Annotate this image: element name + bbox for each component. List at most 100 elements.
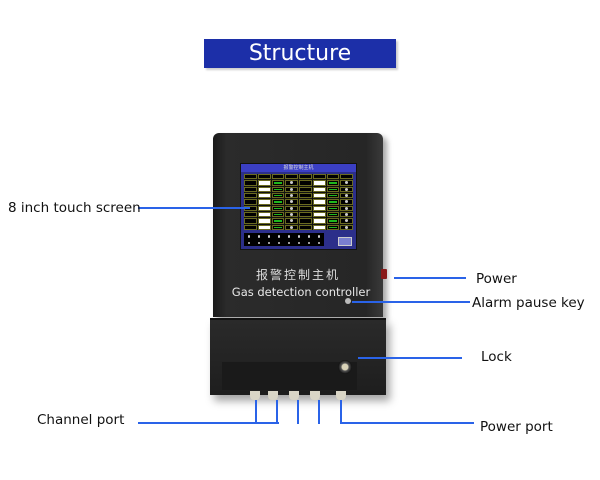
screen-cell — [299, 186, 312, 192]
screen-cell — [326, 218, 340, 224]
screen-cell — [312, 186, 326, 192]
leader-line-touch-screen — [138, 207, 250, 209]
lock-icon[interactable] — [338, 360, 352, 374]
screen-cell — [312, 212, 326, 218]
screen-cell — [340, 205, 353, 211]
leader-line-channel-port-tick-2 — [276, 400, 278, 424]
device-name-chinese: 报警控制主机 — [255, 268, 340, 282]
screen-cell — [244, 180, 257, 186]
screen-cell — [271, 205, 285, 211]
screen-channel-table — [244, 174, 353, 230]
leader-line-channel-port-tick-4 — [318, 400, 320, 424]
label-touch-screen: 8 inch touch screen — [8, 200, 141, 216]
screen-cell — [340, 218, 353, 224]
device-lower-housing — [210, 318, 386, 395]
screen-cell — [257, 205, 271, 211]
title-banner: Structure — [204, 39, 396, 68]
screen-cell — [299, 205, 312, 211]
screen-cell — [257, 224, 271, 230]
screen-cell — [326, 224, 340, 230]
status-indicator-dot — [244, 240, 254, 247]
screen-cell — [257, 212, 271, 218]
screen-cell — [257, 180, 271, 186]
screen-cell — [244, 199, 257, 205]
label-alarm-pause-key: Alarm pause key — [472, 295, 585, 311]
screen-cell — [244, 193, 257, 199]
screen-cell — [326, 186, 340, 192]
screen-cell — [326, 199, 340, 205]
screen-cell — [271, 218, 285, 224]
label-power: Power — [476, 271, 517, 287]
screen-cell — [257, 193, 271, 199]
device-upper-housing: 报警控制主机 报警控制主机 Gas detection controller — [213, 133, 387, 317]
screen-cell — [312, 205, 326, 211]
leader-line-channel-port-tick-3 — [297, 400, 299, 424]
screen-cell — [271, 180, 285, 186]
screen-cell — [244, 224, 257, 230]
status-indicator-dot — [274, 240, 284, 247]
screen-cell — [244, 212, 257, 218]
touch-screen[interactable]: 报警控制主机 — [240, 163, 357, 250]
screen-cell — [312, 180, 326, 186]
screen-title: 报警控制主机 — [241, 164, 356, 172]
alarm-pause-key[interactable] — [345, 298, 351, 304]
screen-cell — [299, 180, 312, 186]
channel-port-1 — [250, 391, 260, 400]
power-button[interactable] — [381, 269, 387, 279]
status-indicator-dot — [294, 240, 304, 247]
screen-cell — [285, 205, 298, 211]
screen-cell — [271, 224, 285, 230]
leader-line-power-port-tick — [340, 400, 342, 424]
label-channel-port: Channel port — [37, 412, 125, 428]
screen-cell — [312, 174, 326, 180]
leader-line-power — [394, 277, 466, 279]
screen-cell — [340, 186, 353, 192]
status-indicator-dot — [284, 240, 294, 247]
vent-panel — [222, 362, 357, 390]
screen-cell — [326, 205, 340, 211]
screen-cell — [285, 212, 298, 218]
screen-cell — [244, 186, 257, 192]
screen-cell — [257, 199, 271, 205]
screen-cell — [285, 199, 298, 205]
screen-cell — [285, 174, 298, 180]
screen-cell — [271, 186, 285, 192]
screen-cell — [299, 212, 312, 218]
screen-cell — [285, 218, 298, 224]
status-indicator-dot — [264, 240, 274, 247]
screen-cell — [299, 199, 312, 205]
screen-cell — [299, 174, 312, 180]
screen-cell — [340, 193, 353, 199]
channel-port-2 — [268, 391, 278, 400]
screen-cell — [312, 224, 326, 230]
screen-cell — [340, 174, 353, 180]
screen-cell — [271, 212, 285, 218]
title-text: Structure — [248, 41, 352, 66]
screen-button[interactable] — [338, 237, 352, 246]
channel-port-3 — [289, 391, 299, 400]
screen-cell — [285, 186, 298, 192]
screen-cell — [244, 218, 257, 224]
leader-line-channel-port — [138, 422, 279, 424]
leader-line-channel-port-tick-1 — [255, 400, 257, 424]
screen-cell — [326, 174, 340, 180]
leader-line-lock — [358, 357, 462, 359]
status-indicator-dot — [304, 240, 314, 247]
power-port — [336, 391, 346, 400]
screen-cell — [312, 199, 326, 205]
screen-cell — [244, 174, 257, 180]
screen-status-panel — [244, 233, 324, 246]
screen-cell — [326, 180, 340, 186]
screen-cell — [326, 212, 340, 218]
screen-cell — [312, 218, 326, 224]
screen-cell — [299, 224, 312, 230]
screen-cell — [257, 174, 271, 180]
screen-cell — [299, 193, 312, 199]
channel-port-4 — [310, 391, 320, 400]
screen-cell — [340, 199, 353, 205]
screen-cell — [257, 186, 271, 192]
screen-cell — [271, 199, 285, 205]
screen-cell — [271, 174, 285, 180]
label-power-port: Power port — [480, 419, 553, 435]
device-name-english: Gas detection controller — [231, 285, 371, 299]
